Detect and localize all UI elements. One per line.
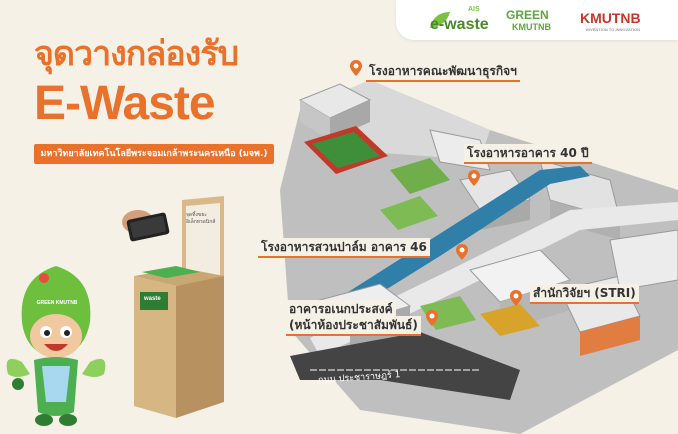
university-name: มหาวิทยาลัยเทคโนโลยีพระจอมเกล้าพระนครเหน… bbox=[34, 144, 274, 164]
location-pin-icon bbox=[426, 310, 438, 326]
mascot-badge-text: GREEN KMUTNB bbox=[36, 300, 78, 306]
ais-ewaste-logo: AIS e-waste bbox=[424, 6, 492, 36]
ewaste-logo-text: e-waste bbox=[430, 16, 489, 33]
green-logo-bottom: KMUTNB bbox=[512, 22, 551, 32]
green-kmutnb-logo: GREEN KMUTNB bbox=[504, 8, 564, 36]
box-sticker-text: จุดทิ้งขยะ อิเล็กทรอนิกส์ bbox=[186, 212, 216, 225]
location-pin-icon bbox=[350, 60, 362, 76]
page-title-thai: จุดวางกล่องรับ bbox=[34, 34, 239, 74]
location-pin-icon bbox=[510, 290, 522, 306]
ewaste-collection-box bbox=[122, 196, 224, 418]
ewaste-leaf-icon bbox=[430, 12, 450, 28]
location-label-40-year-canteen: โรงอาหารอาคาร 40 ปี bbox=[464, 144, 592, 164]
kmutnb-tagline: INVENTION TO INNOVATION bbox=[586, 27, 641, 32]
location-label-palm-garden-canteen: โรงอาหารสวนปาล์ม อาคาร 46 bbox=[258, 238, 430, 258]
location-pin-icon bbox=[468, 170, 480, 186]
box-front-label: waste bbox=[144, 296, 161, 302]
location-label-pr-room: (หน้าห้องประชาสัมพันธ์) bbox=[286, 316, 421, 336]
kmutnb-logo: KMUTNB INVENTION TO INNOVATION bbox=[580, 10, 670, 36]
location-pin-icon bbox=[456, 244, 468, 260]
green-logo-top: GREEN bbox=[506, 8, 549, 22]
kmutnb-logo-text: KMUTNB bbox=[580, 10, 641, 26]
green-kmutnb-mascot bbox=[6, 266, 106, 426]
ais-small-text: AIS bbox=[468, 6, 480, 13]
location-label-multipurpose-building: อาคารอเนกประสงค์ bbox=[286, 300, 396, 318]
location-label-stri: สำนักวิจัยฯ (STRI) bbox=[530, 284, 639, 304]
campus-map bbox=[280, 80, 678, 434]
location-label-business-canteen: โรงอาหารคณะพัฒนาธุรกิจฯ bbox=[366, 62, 520, 82]
page-title-english: E-Waste bbox=[34, 77, 216, 130]
